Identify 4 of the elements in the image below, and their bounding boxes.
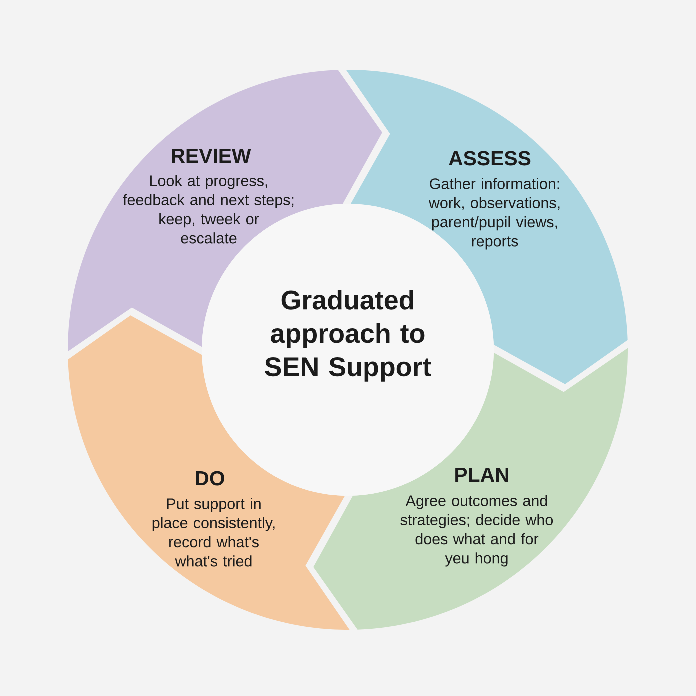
segment-text: Agree outcomes and strategies; decide who does what and for yeu hong — [400, 495, 554, 567]
segment-text: Put support in place consistently, record what's what's tried — [152, 498, 275, 567]
segment-heading: ASSESS — [449, 151, 531, 166]
segment-heading: REVIEW — [172, 148, 252, 164]
